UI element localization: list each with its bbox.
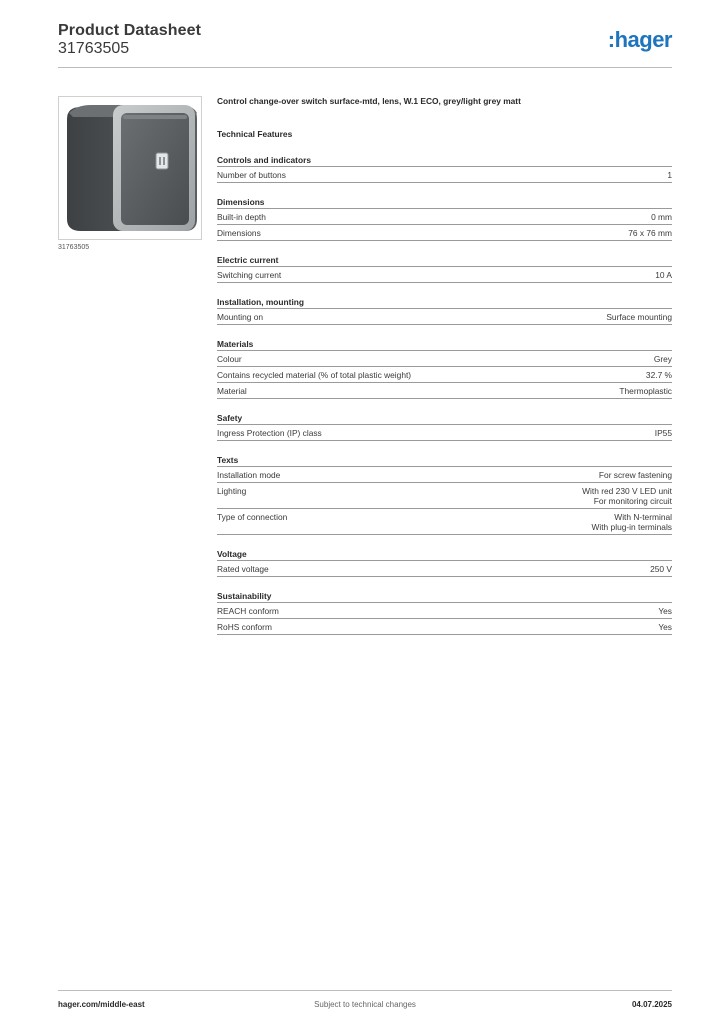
technical-content: Control change-over switch surface-mtd, … xyxy=(217,96,672,635)
section-title: Texts xyxy=(217,455,672,467)
spec-value-line: 10 A xyxy=(655,270,672,280)
spec-row: Ingress Protection (IP) class IP55 xyxy=(217,425,672,441)
spec-row: Rated voltage 250 V xyxy=(217,561,672,577)
section-title: Installation, mounting xyxy=(217,297,672,309)
spec-row: Contains recycled material (% of total p… xyxy=(217,367,672,383)
spec-row: REACH conform Yes xyxy=(217,603,672,619)
spec-label: Mounting on xyxy=(217,312,264,322)
spec-label: Number of buttons xyxy=(217,170,286,180)
section-title: Electric current xyxy=(217,255,672,267)
spec-value: For screw fastening xyxy=(599,470,672,480)
document-title: Product Datasheet xyxy=(58,22,202,39)
spec-row: Number of buttons 1 xyxy=(217,167,672,183)
spec-row: Mounting on Surface mounting xyxy=(217,309,672,325)
spec-value-line: For monitoring circuit xyxy=(593,496,672,506)
spec-value: Yes xyxy=(658,606,672,616)
spec-value: 0 mm xyxy=(651,212,672,222)
spec-value-line: 32.7 % xyxy=(645,370,672,380)
spec-value: Grey xyxy=(654,354,672,364)
spec-label: Rated voltage xyxy=(217,564,269,574)
spec-label: Installation mode xyxy=(217,470,281,480)
spec-row: RoHS conform Yes xyxy=(217,619,672,635)
spec-label: Contains recycled material (% of total p… xyxy=(217,370,412,380)
section-title: Voltage xyxy=(217,549,672,561)
spec-value-line: 76 x 76 mm xyxy=(628,228,672,238)
spec-label: Material xyxy=(217,386,247,396)
footer-website: hager.com/middle-east xyxy=(58,1000,145,1009)
spec-value-line: With plug-in terminals xyxy=(591,522,672,532)
spec-label: Dimensions xyxy=(217,228,261,238)
spec-value-line: Thermoplastic xyxy=(619,386,672,396)
spec-value-line: For screw fastening xyxy=(598,470,672,480)
spec-value-line: Grey xyxy=(653,354,672,364)
spec-value: 1 xyxy=(667,170,672,180)
spec-label: Ingress Protection (IP) class xyxy=(217,428,322,438)
spec-value: 250 V xyxy=(650,564,672,574)
features-heading: Technical Features xyxy=(217,129,293,139)
spec-row: Material Thermoplastic xyxy=(217,383,672,399)
spec-value-line: IP55 xyxy=(654,428,672,438)
spec-value: IP55 xyxy=(655,428,672,438)
spec-value-line: With red 230 V LED unit xyxy=(582,486,672,496)
spec-label: Built-in depth xyxy=(217,212,266,222)
footer-notice: Subject to technical changes xyxy=(314,1000,416,1009)
spec-value-line: 1 xyxy=(667,170,672,180)
spec-label: Switching current xyxy=(217,270,282,280)
document-number: 31763505 xyxy=(58,40,130,57)
section-title: Safety xyxy=(217,413,672,425)
spec-row: Colour Grey xyxy=(217,351,672,367)
spec-value-line: 0 mm xyxy=(651,212,672,222)
spec-label: Lighting xyxy=(217,486,247,496)
spec-label: RoHS conform xyxy=(217,622,272,632)
spec-value: Surface mounting xyxy=(606,312,672,322)
section-title: Dimensions xyxy=(217,197,672,209)
switch-photo xyxy=(67,105,197,231)
spec-value-line: Surface mounting xyxy=(606,312,672,322)
section-title: Controls and indicators xyxy=(217,155,672,167)
spec-row: Dimensions 76 x 76 mm xyxy=(217,225,672,241)
product-image xyxy=(58,96,202,240)
spec-value: 76 x 76 mm xyxy=(628,228,672,238)
section-title: Materials xyxy=(217,339,672,351)
spec-value-line: Yes xyxy=(658,606,672,616)
product-description: Control change-over switch surface-mtd, … xyxy=(217,96,521,106)
spec-label: Colour xyxy=(217,354,242,364)
page-footer: hager.com/middle-east Subject to technic… xyxy=(58,990,672,1012)
footer-date: 04.07.2025 xyxy=(631,1000,672,1009)
spec-label: Type of connection xyxy=(217,512,288,522)
section-title: Sustainability xyxy=(217,591,672,603)
spec-row: Installation mode For screw fastening xyxy=(217,467,672,483)
spec-value: 32.7 % xyxy=(646,370,672,380)
page-header: Product Datasheet 31763505 :hager xyxy=(58,22,673,68)
spec-value: Thermoplastic xyxy=(619,386,672,396)
image-caption: 31763505 xyxy=(58,244,90,251)
spec-value: Yes xyxy=(658,622,672,632)
hager-logo: :hager xyxy=(607,27,673,52)
spec-row: Built-in depth 0 mm xyxy=(217,209,672,225)
spec-value-line: 250 V xyxy=(650,564,672,574)
spec-value-line: With N-terminal xyxy=(614,512,672,522)
spec-label: REACH conform xyxy=(217,606,279,616)
spec-value-line: Yes xyxy=(658,622,672,632)
spec-row: Switching current 10 A xyxy=(217,267,672,283)
spec-value: 10 A xyxy=(655,270,672,280)
